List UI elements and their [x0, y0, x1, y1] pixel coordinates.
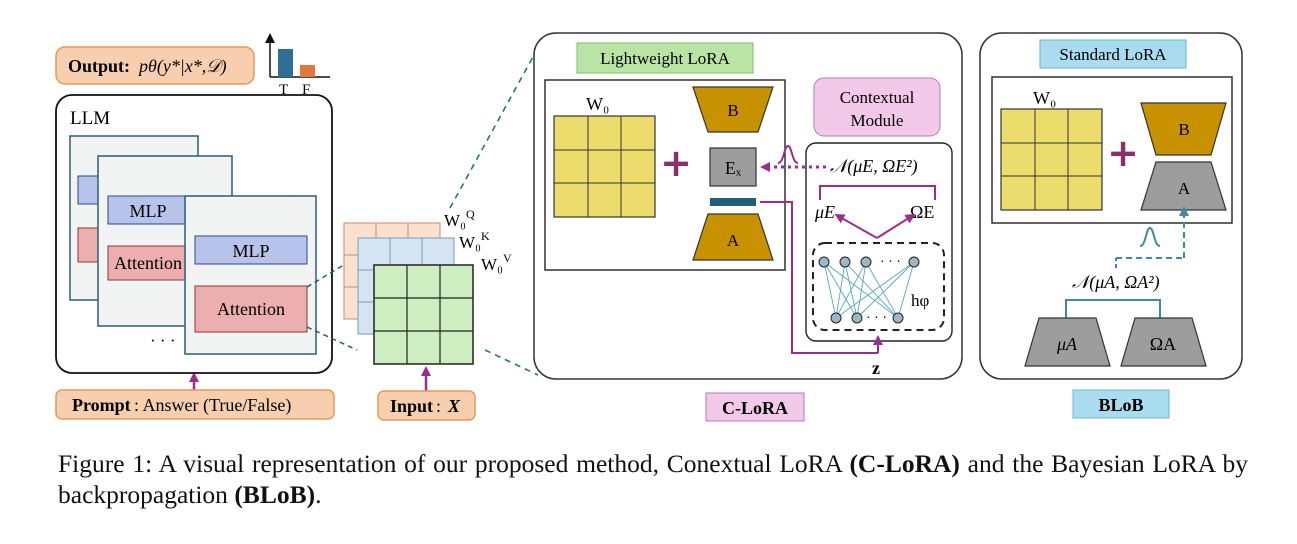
mlp-label-back: MLP — [129, 201, 166, 221]
caption-bold-blob: (BLoB) — [234, 480, 316, 509]
clora-w0-matrix — [553, 115, 656, 218]
histogram-bar-false — [300, 65, 315, 77]
llm-box: LLM MLP Attention MLP Attention · · · — [55, 94, 333, 374]
projection-line-bottom — [484, 349, 539, 376]
blob-label: BLoB — [1098, 395, 1143, 415]
attention-label-back: Attention — [114, 253, 182, 273]
hphi-to-omega-arrow — [876, 213, 916, 239]
hphi-bottom-dots: · · · — [866, 311, 887, 326]
blob-mu-label: μA — [1056, 334, 1078, 354]
hphi-label: hφ — [911, 291, 930, 310]
input-prefix: Input — [390, 396, 433, 416]
caption-part-3: . — [315, 480, 322, 509]
blob-omega-label: ΩA — [1150, 334, 1176, 354]
z-label: z — [872, 358, 880, 378]
histogram-bar-true — [278, 49, 293, 77]
input-box: Input : X — [377, 390, 476, 421]
blob-mu-block: μA — [1024, 317, 1111, 367]
llm-ellipsis: · · · — [150, 331, 175, 350]
standard-lora-tag: Standard LoRA — [1059, 45, 1167, 64]
method-diagram: Output: pθ(y*|x*,𝒟) T F LLM MLP Attentio… — [55, 32, 1243, 422]
blob-plus: + — [1107, 131, 1139, 175]
blob-param-bracket — [1065, 299, 1161, 318]
blob-gaussian-icon — [1139, 226, 1161, 247]
clora-a-label: A — [727, 231, 740, 250]
blob-label-box: BLoB — [1072, 389, 1170, 419]
blob-w0-label: W₀ — [1033, 88, 1056, 108]
clora-w0-label: W₀ — [586, 94, 609, 114]
true-false-histogram: T F — [265, 33, 330, 98]
clora-b-block: B — [692, 86, 774, 133]
histogram-label-true: T — [279, 82, 288, 98]
projection-line-top — [449, 54, 535, 209]
clora-omega-label: ΩE — [910, 202, 934, 222]
mlp-label: MLP — [232, 241, 269, 261]
input-text: : — [436, 396, 441, 416]
weight-matrix-v — [373, 264, 474, 365]
clora-ex-label: Eₓ — [725, 158, 742, 178]
llm-layer-3: MLP Attention — [184, 195, 317, 355]
caption-bold-clora: (C-LoRA) — [849, 449, 960, 478]
hphi-to-mu-arrow — [834, 214, 878, 239]
figure-caption: Figure 1: A visual representation of our… — [58, 448, 1248, 510]
weight-matrices: W₀Q W₀K W₀V — [343, 207, 512, 365]
clora-panel: Lightweight LoRA W₀ + B Eₓ A Contextual … — [533, 32, 963, 380]
clora-param-bracket — [819, 185, 936, 200]
clora-z-bar — [710, 198, 756, 206]
contextual-module-line1: Contextual — [840, 88, 915, 107]
contextual-module-line2: Module — [851, 111, 904, 130]
prompt-prefix: Prompt — [72, 395, 131, 415]
prompt-text: : Answer (True/False) — [134, 395, 291, 416]
blob-panel: Standard LoRA W₀ + B A 𝒩(μA, ΩA²) μA — [979, 32, 1243, 380]
lightweight-lora-tag: Lightweight LoRA — [600, 49, 731, 68]
clora-plus: + — [660, 141, 692, 185]
clora-ex-block: Eₓ — [709, 147, 757, 187]
hphi-network: · · · · · · hφ — [812, 242, 945, 331]
attention-label: Attention — [217, 299, 285, 319]
clora-mu-label: μE — [814, 202, 835, 222]
wv-label: W₀V — [481, 251, 512, 274]
llm-title: LLM — [70, 108, 110, 129]
caption-part-1: Figure 1: A visual representation of our… — [58, 449, 850, 478]
prompt-box: Prompt : Answer (True/False) — [55, 389, 335, 420]
caption-part-2: and the Bayesian LoRA by backpropagation — [58, 449, 1248, 509]
output-formula: pθ(y*|x*,𝒟) — [137, 56, 227, 77]
input-var: X — [447, 396, 461, 416]
output-prefix: Output: — [68, 56, 130, 76]
blob-normal-dist: 𝒩(μA, ΩA²) — [1072, 272, 1160, 293]
wk-label: W₀K — [459, 229, 490, 252]
blob-a-label: A — [1178, 179, 1191, 198]
clora-a-block: A — [692, 213, 774, 261]
clora-label-box: C-LoRA — [705, 392, 805, 422]
clora-gaussian-icon — [777, 144, 799, 164]
attention-to-weights-line-bottom — [306, 326, 358, 351]
clora-label: C-LoRA — [722, 398, 788, 418]
blob-omega-block: ΩA — [1120, 317, 1207, 367]
blob-b-label: B — [1178, 120, 1189, 139]
blob-w0-matrix — [1000, 108, 1103, 211]
output-box: Output: pθ(y*|x*,𝒟) — [55, 46, 255, 85]
wq-label: W₀Q — [444, 207, 475, 230]
clora-b-label: B — [727, 101, 738, 120]
histogram-label-false: F — [302, 82, 310, 98]
blob-a-block: A — [1140, 161, 1227, 211]
clora-normal-dist: 𝒩(μE, ΩE²) — [830, 156, 918, 177]
blob-b-block: B — [1140, 102, 1227, 156]
hphi-top-dots: · · · — [880, 255, 901, 270]
z-feedback-path — [760, 201, 878, 354]
